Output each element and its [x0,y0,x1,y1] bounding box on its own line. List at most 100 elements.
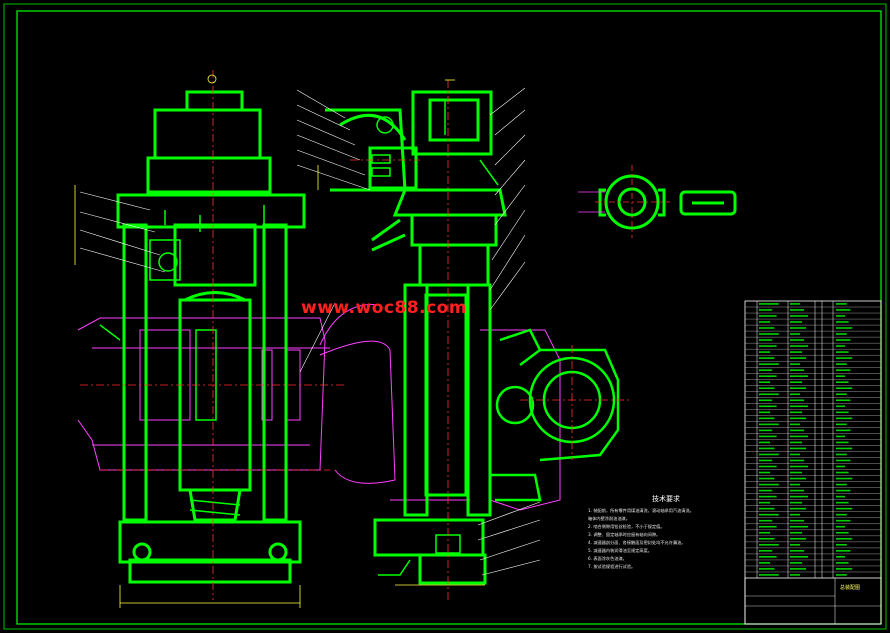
parts-row-text [759,507,775,510]
parts-row-text [759,519,773,522]
parts-row-text [759,375,777,377]
parts-row-text [759,363,779,365]
parts-row-text [759,531,770,534]
note-line: 4. 减速器剖分面、各接触面及密封处均不允许漏油。 [588,540,686,545]
parts-row-text [790,465,808,468]
parts-row-text [836,550,851,552]
parts-row-text [790,339,804,341]
parts-row-text [836,375,845,377]
parts-row-text [790,399,804,402]
parts-row-text [759,303,779,305]
parts-row-text [759,411,770,414]
parts-row-text [836,411,849,414]
parts-row-text [836,483,847,486]
parts-row-text [790,453,800,456]
parts-row-text [790,321,802,323]
parts-row-text [790,435,808,438]
parts-row-text [836,405,845,408]
parts-row-text [790,351,802,353]
middle-dimensions [317,79,485,586]
parts-row-text [836,309,851,311]
parts-row-text [790,315,808,317]
parts-row-text [759,513,779,516]
parts-row-text [836,556,845,558]
parts-row-text [836,574,847,576]
middle-centerlines [350,80,630,600]
parts-row-text [759,315,777,317]
parts-row-text [790,375,808,377]
parts-row-text [790,495,808,498]
parts-row-text [790,531,802,534]
parts-row-text [759,441,770,444]
parts-row-text [759,351,770,353]
parts-row-text [759,489,773,492]
parts-row-text [836,471,849,474]
parts-row-text [790,423,800,426]
parts-row-text [759,537,775,540]
parts-row-text [790,519,804,522]
parts-row-text [836,495,845,498]
parts-row-text [759,550,773,552]
parts-row-text [836,453,847,456]
middle-details [371,100,499,576]
parts-row-text [836,357,853,359]
parts-row-text [836,345,845,347]
parts-row-text [836,447,853,450]
parts-row-text [790,489,804,492]
parts-row-text [836,315,845,317]
parts-row-text [759,574,779,576]
parts-row-text [836,303,847,305]
parts-row-text [790,333,800,335]
outer-frame [3,3,887,630]
parts-row-text [790,556,808,558]
parts-row-text [836,435,845,438]
parts-row-text [836,417,853,420]
parts-row-text [836,543,847,546]
parts-row-text [759,381,770,383]
middle-section-cut [319,329,561,511]
parts-row-text [790,513,800,516]
parts-row-text [759,321,770,323]
left-dimensions [74,74,301,608]
note-line: 1. 装配前，所有零件用煤油清洗，滚动轴承用汽油清洗。 [588,508,694,513]
parts-row-text [836,429,851,432]
detail-views [578,165,737,238]
parts-row-text [836,387,853,390]
parts-row-text [759,471,770,474]
parts-row-text [790,327,806,329]
parts-row-text [759,417,775,420]
parts-row-text [836,519,851,522]
parts-row-text [759,453,779,456]
parts-row-text [759,459,773,462]
middle-leaders [296,87,541,576]
note-line: 2. 啮合侧隙用铅丝检验，不小于规定值。 [588,524,665,529]
parts-row-text [790,309,804,311]
parts-row-text [790,537,806,540]
worm-gear [490,328,620,502]
parts-row-text [759,447,775,450]
parts-row-text [836,513,847,516]
middle-view [296,79,630,600]
parts-row-text [790,381,802,383]
parts-row-text [790,345,808,347]
parts-row-text [759,399,773,402]
parts-row-text [790,477,806,480]
parts-row-text [836,339,851,341]
parts-row-text [759,562,770,564]
key-detail [679,190,737,216]
left-view [74,70,381,608]
parts-row-text [759,543,779,546]
left-centerlines [80,70,345,600]
parts-row-text [759,556,777,558]
parts-row-text [790,483,800,486]
parts-row-text [836,531,849,534]
note-line: 5. 减速器内装润滑油至规定高度。 [588,548,652,553]
parts-row-text [790,417,806,420]
parts-row-text [790,459,804,462]
parts-row-text [790,405,808,408]
parts-row-text [790,387,806,390]
watermark-text: www.woc88.com [301,298,468,318]
left-housing [116,90,306,584]
